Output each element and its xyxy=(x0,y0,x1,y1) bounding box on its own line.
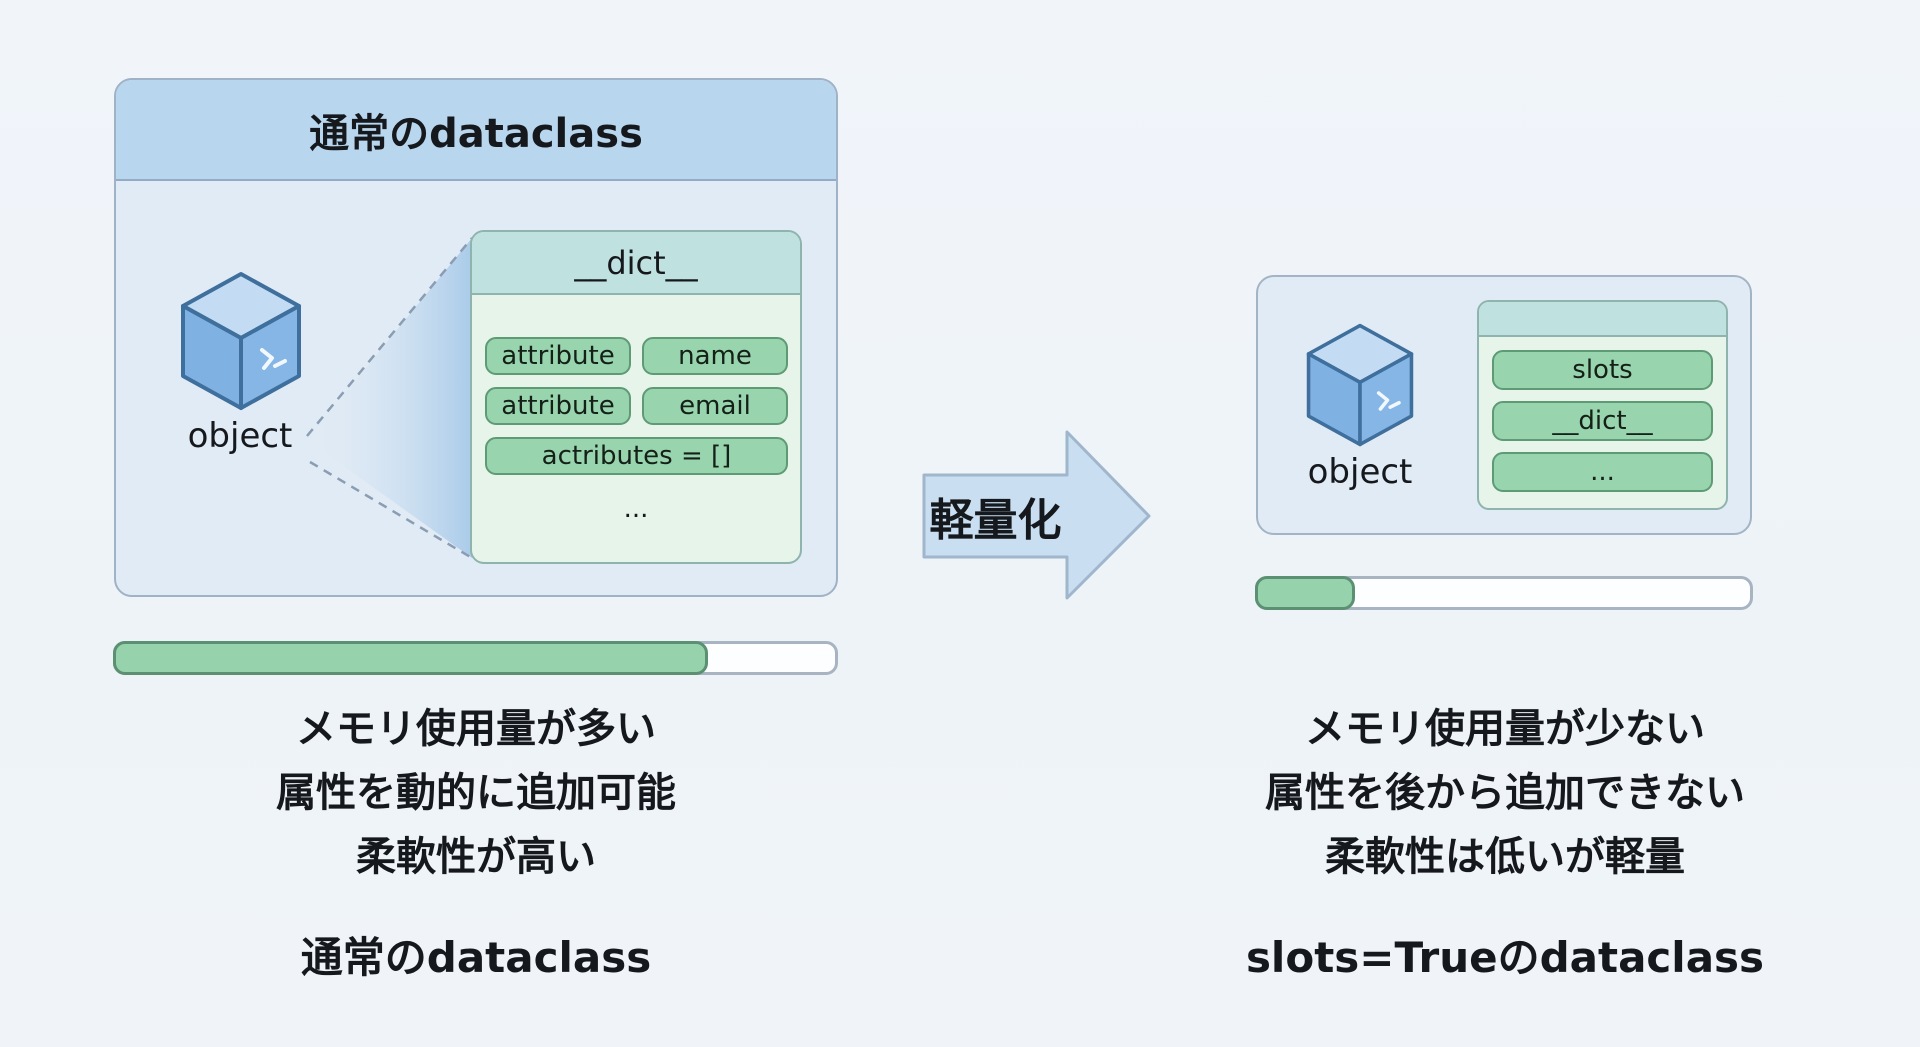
slots-panel: slots __dict__ ... xyxy=(1477,300,1728,510)
regular-description-line-3: 柔軟性が高い xyxy=(356,834,596,880)
regular-caption: 通常のdataclass xyxy=(300,933,652,982)
object-label-slots: object xyxy=(1307,452,1413,492)
dict-panel-title: __dict__ xyxy=(574,243,698,282)
slots-description-line-1: メモリ使用量が少ない xyxy=(1305,706,1705,752)
slots-description-line-3: 柔軟性は低いが軽量 xyxy=(1325,834,1685,880)
slots-chip-ellipsis: ... xyxy=(1492,452,1713,492)
arrow-right-icon xyxy=(922,430,1151,600)
memory-usage-bar-regular-fill xyxy=(113,641,708,675)
slots-panel-header xyxy=(1479,302,1726,337)
memory-usage-bar-regular xyxy=(113,641,838,675)
memory-usage-bar-slots xyxy=(1255,576,1753,610)
regular-dataclass-header: 通常のdataclass xyxy=(116,80,836,181)
dict-panel-header: __dict__ xyxy=(472,232,800,295)
slots-chip-dict: __dict__ xyxy=(1492,401,1713,441)
slots-description-line-2: 属性を後から追加できない xyxy=(1265,770,1745,816)
regular-description-line-2: 属性を動的に追加可能 xyxy=(276,770,676,816)
slots-chip-slots: slots xyxy=(1492,350,1713,390)
dict-chip-email: email xyxy=(642,387,788,425)
dict-chip-attributes-list: actributes = [] xyxy=(485,437,788,475)
dict-chip-name: name xyxy=(642,337,788,375)
regular-dataclass-title: 通常のdataclass xyxy=(309,110,643,157)
object-cube-icon xyxy=(181,272,301,410)
object-cube-icon-slots xyxy=(1306,323,1414,447)
dict-ellipsis: ... xyxy=(623,494,649,524)
dict-chip-attribute-2: attribute xyxy=(485,387,631,425)
dict-panel: __dict__ attribute name attribute email … xyxy=(470,230,802,564)
regular-description-line-1: メモリ使用量が多い xyxy=(296,706,656,752)
memory-usage-bar-slots-fill xyxy=(1255,576,1355,610)
object-label: object xyxy=(187,416,293,456)
dict-chip-attribute-1: attribute xyxy=(485,337,631,375)
slots-description: メモリ使用量が少ない 属性を後から追加できない 柔軟性は低いが軽量 xyxy=(1200,697,1810,889)
regular-description: メモリ使用量が多い 属性を動的に追加可能 柔軟性が高い xyxy=(114,697,838,889)
slots-caption: slots=Trueのdataclass xyxy=(1245,933,1765,982)
arrow-label: 軽量化 xyxy=(929,495,1062,546)
